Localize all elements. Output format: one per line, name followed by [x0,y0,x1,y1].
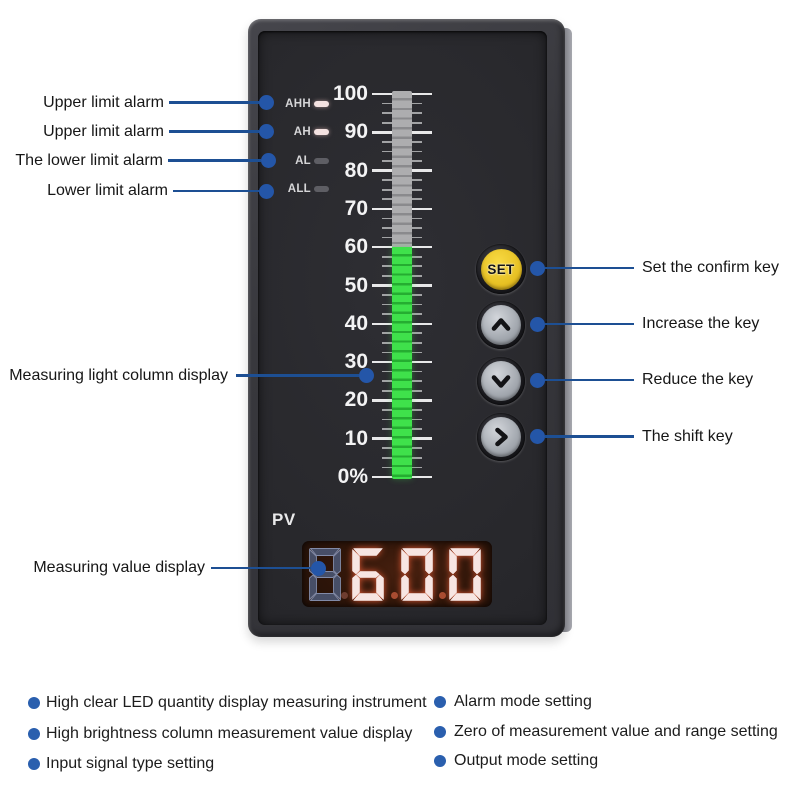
measurement-display [302,541,492,607]
display-digit-lit [448,547,482,601]
feature-item: Zero of measurement value and range sett… [454,723,778,740]
decimal-point [439,591,446,599]
feature-item: High clear LED quantity display measurin… [46,694,427,711]
display-digit-lit [351,547,385,601]
bullet-icon [28,697,40,709]
callout-label: Upper limit alarm [43,122,164,140]
decimal-point [340,591,348,599]
callout-label: The lower limit alarm [15,151,163,169]
callout-label: Increase the key [642,315,760,332]
bullet-icon [434,755,446,767]
callout-label: Lower limit alarm [47,182,168,199]
callout-line [169,101,259,104]
bullet-icon [434,726,446,738]
feature-item: Alarm mode setting [454,693,592,710]
bullet-icon [434,696,446,708]
callout-label: Measuring value display [33,559,205,576]
callout-label: The shift key [642,427,733,445]
bar-column-off-segment [392,91,412,247]
feature-item: Input signal type setting [46,754,215,772]
decimal-point [391,591,398,599]
callout-line [169,130,259,133]
callout-label: Reduce the key [642,371,754,388]
feature-item: Output mode setting [454,752,599,769]
callout-label: Set the confirm key [642,259,779,276]
feature-item: High brightness column measurement value… [46,725,413,742]
bullet-icon [28,757,40,770]
callout-label: Upper limit alarm [43,93,164,111]
callout-line [173,189,259,193]
bar-column-on-segment [392,247,412,479]
callout-label: Measuring light column display [9,366,228,384]
bullet-icon [28,728,40,740]
display-digit-lit [400,547,434,601]
display-digit-unlit [308,547,342,601]
pv-label: PV [272,510,296,529]
